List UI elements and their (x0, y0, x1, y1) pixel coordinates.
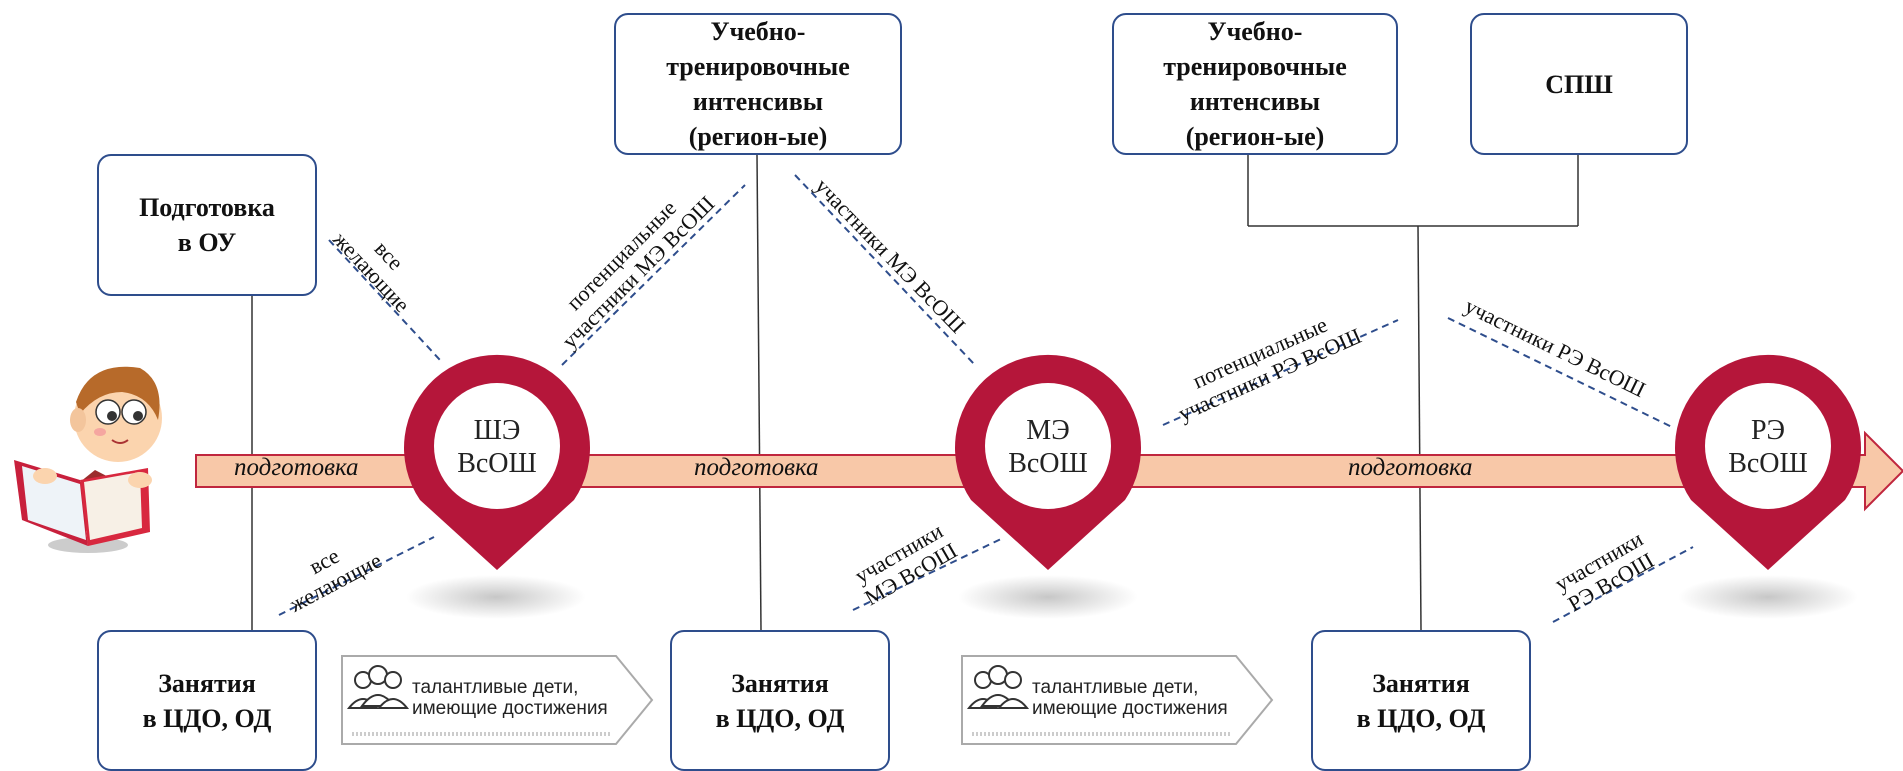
flow-label: подготовка (694, 454, 819, 481)
pin-municipal (955, 354, 1141, 570)
box-cdo-1: Занятия в ЦДО, ОД (97, 630, 317, 771)
flow-label: подготовка (234, 454, 359, 481)
stage-school: ШЭ ВсОШ (457, 415, 537, 479)
stage-regional: РЭ ВсОШ (1728, 415, 1808, 479)
chevron-text: талантливые дети, имеющие достижения (412, 677, 608, 719)
box-cdo-3: Занятия в ЦДО, ОД (1311, 630, 1531, 771)
pin-shadow (406, 575, 586, 619)
box-sps: СПШ (1470, 13, 1688, 155)
box-intensive-2: Учебно- тренировочные интенсивы (регион-… (1112, 13, 1398, 155)
child-reading-illustration (14, 366, 162, 553)
pin-school (403, 354, 590, 570)
pin-shadow (958, 575, 1138, 619)
chevron-2 (961, 655, 1274, 745)
box-cdo-2: Занятия в ЦДО, ОД (670, 630, 890, 771)
box-prep-ou: Подготовка в ОУ (97, 154, 317, 296)
stage-municipal: МЭ ВсОШ (1008, 415, 1088, 479)
pin-shadow (1678, 575, 1858, 619)
flow-label: подготовка (1348, 454, 1473, 481)
pin-regional (1675, 354, 1862, 570)
dashed-links (278, 174, 1694, 623)
people-group-icon (346, 665, 410, 709)
chevron-1 (341, 655, 654, 745)
chevron-text: талантливые дети, имеющие достижения (1032, 677, 1228, 719)
box-intensive-1: Учебно- тренировочные интенсивы (регион-… (614, 13, 902, 155)
people-group-icon (966, 665, 1030, 709)
